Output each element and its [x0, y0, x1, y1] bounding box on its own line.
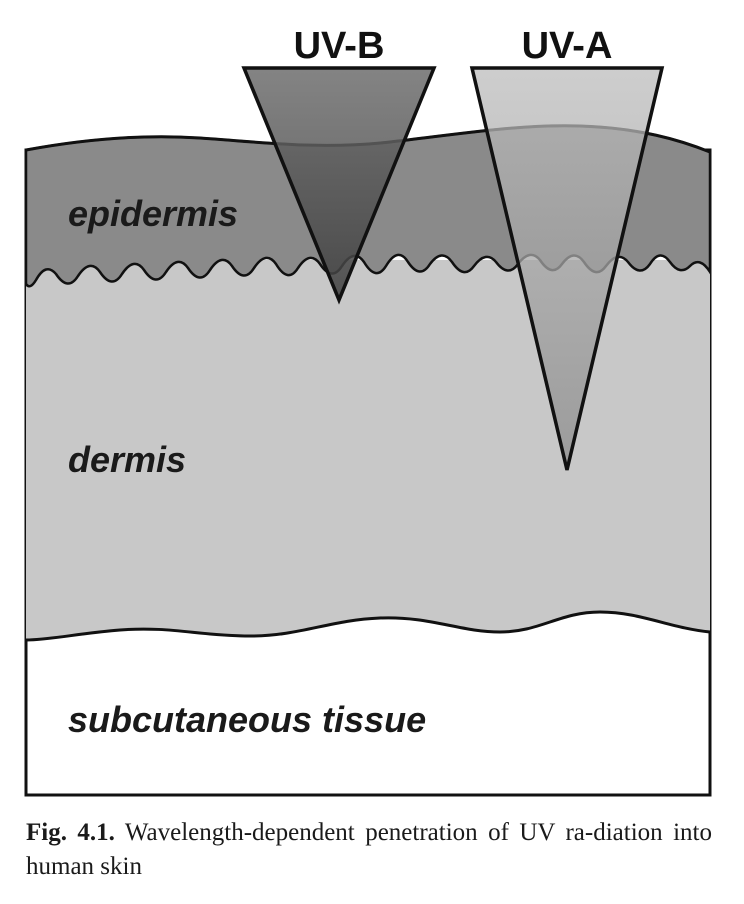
- dermis-label: dermis: [68, 439, 186, 480]
- uvb-beam: [241, 66, 437, 305]
- epidermis-label: epidermis: [68, 193, 238, 234]
- uva-beam: [469, 66, 665, 471]
- figure-caption: Fig. 4.1. Wavelength-dependent penetrati…: [26, 816, 712, 884]
- caption-text: Wavelength-dependent penetration of UV r…: [26, 819, 713, 880]
- figure-number: Fig. 4.1.: [26, 819, 115, 846]
- uvb-label: UV-B: [294, 25, 385, 67]
- subcutaneous-label: subcutaneous tissue: [68, 699, 426, 740]
- dermis-subcutaneous-boundary: [25, 610, 711, 642]
- uva-label: UV-A: [522, 25, 613, 67]
- skin-penetration-diagram: UV-B UV-A epidermis dermis subcutaneous …: [24, 25, 712, 797]
